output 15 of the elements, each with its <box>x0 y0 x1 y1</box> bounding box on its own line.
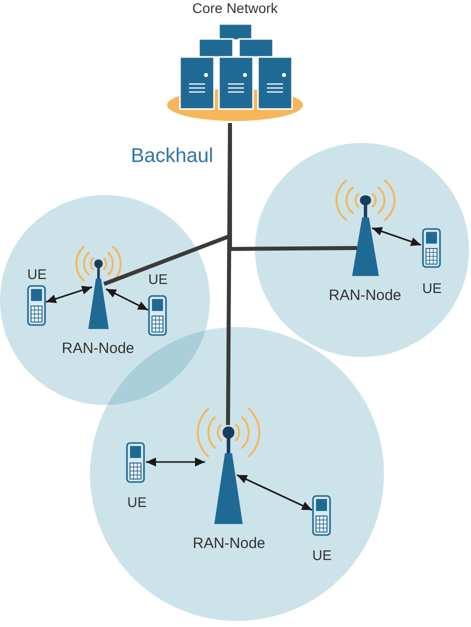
node-label: UE <box>27 267 47 282</box>
double-arrow <box>46 286 92 304</box>
double-arrow <box>372 227 422 246</box>
double-arrow <box>236 474 312 511</box>
double-arrow <box>146 458 205 466</box>
node-label: UE <box>312 548 332 563</box>
double-arrow <box>106 288 148 311</box>
node-label: RAN-Node <box>62 341 134 357</box>
node-label: Core Network <box>192 1 278 16</box>
node-label: UE <box>422 281 442 296</box>
node-label: UE <box>127 495 147 510</box>
node-label: UE <box>148 272 168 287</box>
node-label: RAN-Node <box>192 536 266 552</box>
connector-line <box>226 122 232 426</box>
node-label: RAN-Node <box>328 288 402 304</box>
